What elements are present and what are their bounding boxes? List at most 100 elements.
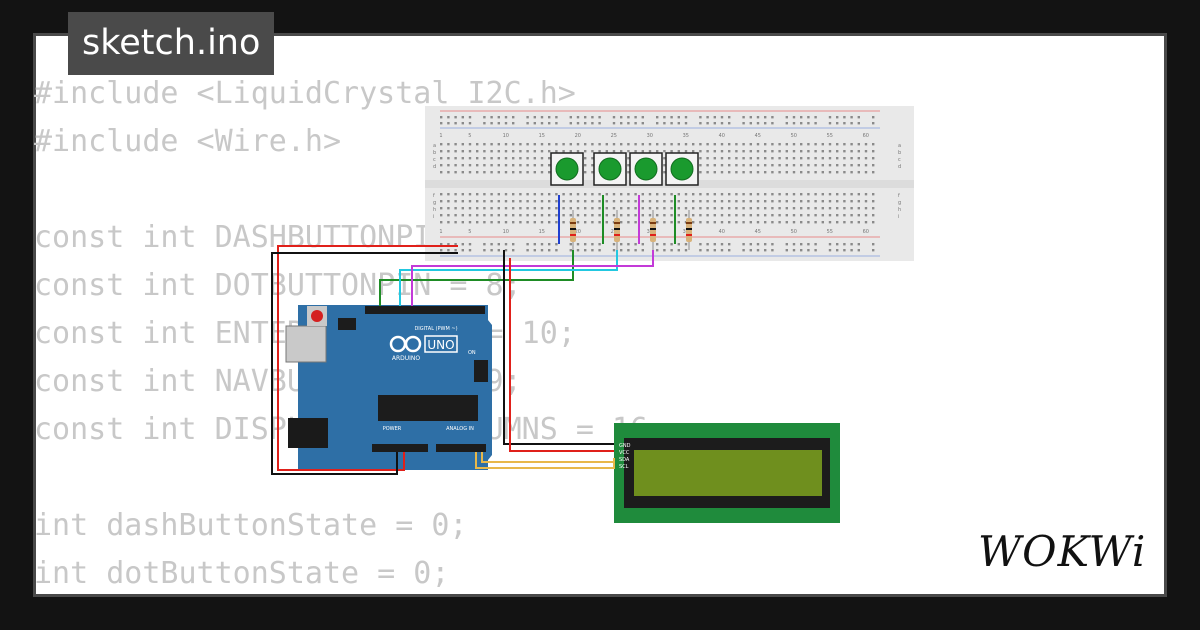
breadboard-hole — [483, 171, 486, 174]
breadboard-hole — [591, 157, 594, 160]
breadboard-hole — [504, 249, 508, 252]
wire-black[interactable] — [271, 252, 458, 475]
breadboard-hole — [605, 221, 608, 224]
breadboard-hole — [620, 200, 623, 203]
breadboard-hole — [843, 171, 846, 174]
wire-yellow[interactable] — [481, 452, 614, 463]
breadboard-hole — [648, 214, 652, 217]
breadboard-column-number: 30 — [647, 133, 653, 139]
breadboard-hole — [821, 164, 824, 167]
breadboard-hole — [756, 164, 760, 167]
breadboard-hole — [548, 243, 551, 246]
breadboard-hole — [720, 122, 724, 125]
breadboard-hole — [800, 243, 803, 246]
breadboard-hole — [742, 193, 745, 196]
breadboard-hole — [555, 193, 558, 196]
lcd-pin-label: VCC — [619, 450, 630, 456]
breadboard-hole — [663, 164, 666, 167]
breadboard-hole — [440, 150, 443, 153]
resistor[interactable] — [650, 210, 656, 250]
wire-cyan[interactable] — [399, 250, 618, 306]
breadboard-hole — [792, 150, 796, 153]
breadboard-hole — [540, 207, 544, 210]
breadboard-hole — [591, 221, 594, 224]
breadboard-hole — [728, 122, 731, 125]
breadboard-hole — [656, 122, 659, 125]
breadboard-hole — [476, 171, 479, 174]
breadboard-hole — [504, 143, 508, 146]
breadboard-row-letter: h — [433, 207, 436, 213]
resistor[interactable] — [614, 210, 620, 250]
breadboard-hole — [627, 214, 630, 217]
breadboard-row-letter: d — [898, 164, 901, 170]
code-line: #include <Wire.h> — [34, 124, 342, 159]
breadboard-hole — [490, 157, 493, 160]
breadboard-hole — [699, 214, 702, 217]
wire-red[interactable] — [277, 245, 458, 471]
breadboard-hole — [612, 193, 616, 196]
pushbutton[interactable] — [593, 152, 627, 186]
breadboard-hole — [807, 207, 810, 210]
breadboard-hole — [728, 214, 731, 217]
pushbutton[interactable] — [629, 152, 663, 186]
breadboard-hole — [720, 193, 724, 196]
breadboard-hole — [447, 171, 450, 174]
breadboard-hole — [742, 221, 745, 224]
breadboard-hole — [857, 207, 860, 210]
resistor[interactable] — [686, 210, 692, 250]
breadboard-hole — [850, 249, 853, 252]
breadboard-hole — [454, 164, 457, 167]
breadboard-row-letter: a — [898, 143, 901, 149]
breadboard-hole — [742, 214, 745, 217]
breadboard-hole — [540, 193, 544, 196]
breadboard-hole — [857, 164, 860, 167]
breadboard-hole — [872, 214, 875, 217]
wire-yellow[interactable] — [475, 452, 615, 469]
pushbutton[interactable] — [550, 152, 584, 186]
breadboard-hole — [569, 116, 572, 119]
breadboard-hole — [814, 171, 817, 174]
breadboard-hole — [512, 164, 515, 167]
breadboard-hole — [756, 221, 760, 224]
breadboard-hole — [490, 150, 493, 153]
resistor[interactable] — [570, 210, 576, 250]
breadboard-hole — [634, 193, 637, 196]
breadboard-hole — [576, 243, 580, 246]
sketch-filename-tab[interactable]: sketch.ino — [68, 12, 275, 75]
breadboard-hole — [778, 150, 781, 153]
breadboard-hole — [785, 214, 788, 217]
breadboard-row-letter: b — [433, 150, 436, 156]
pushbutton[interactable] — [665, 152, 699, 186]
breadboard-hole — [771, 116, 774, 119]
breadboard-hole — [440, 122, 443, 125]
breadboard-hole — [742, 171, 745, 174]
breadboard-hole — [490, 171, 493, 174]
wire-red[interactable] — [509, 258, 614, 452]
lcd-display[interactable]: GND VCC SDA SCL — [614, 423, 840, 523]
breadboard-hole — [569, 243, 572, 246]
breadboard-hole — [692, 221, 695, 224]
breadboard-hole — [828, 164, 832, 167]
breadboard-hole — [706, 171, 709, 174]
breadboard-hole — [706, 243, 709, 246]
breadboard-hole — [440, 249, 443, 252]
breadboard-hole — [720, 116, 724, 119]
breadboard-hole — [778, 164, 781, 167]
wire-black[interactable] — [503, 250, 614, 445]
breadboard-hole — [612, 207, 616, 210]
breadboard-hole — [468, 214, 472, 217]
breadboard-hole — [857, 116, 860, 119]
breadboard-column-number: 60 — [863, 229, 869, 235]
arduino-uno-board[interactable]: UNO ARDUINO DIGITAL (PWM ~) ANALOG IN PO… — [285, 305, 492, 470]
breadboard-hole — [497, 200, 500, 203]
wire-magenta[interactable] — [411, 250, 654, 306]
breadboard-hole — [735, 214, 738, 217]
breadboard-hole — [555, 122, 558, 125]
breadboard-hole — [756, 157, 760, 160]
breadboard-hole — [814, 157, 817, 160]
breadboard-row-letter: f — [433, 193, 435, 199]
breadboard-hole — [706, 157, 709, 160]
breadboard-column-number: 55 — [827, 133, 833, 139]
breadboard-hole — [663, 207, 666, 210]
